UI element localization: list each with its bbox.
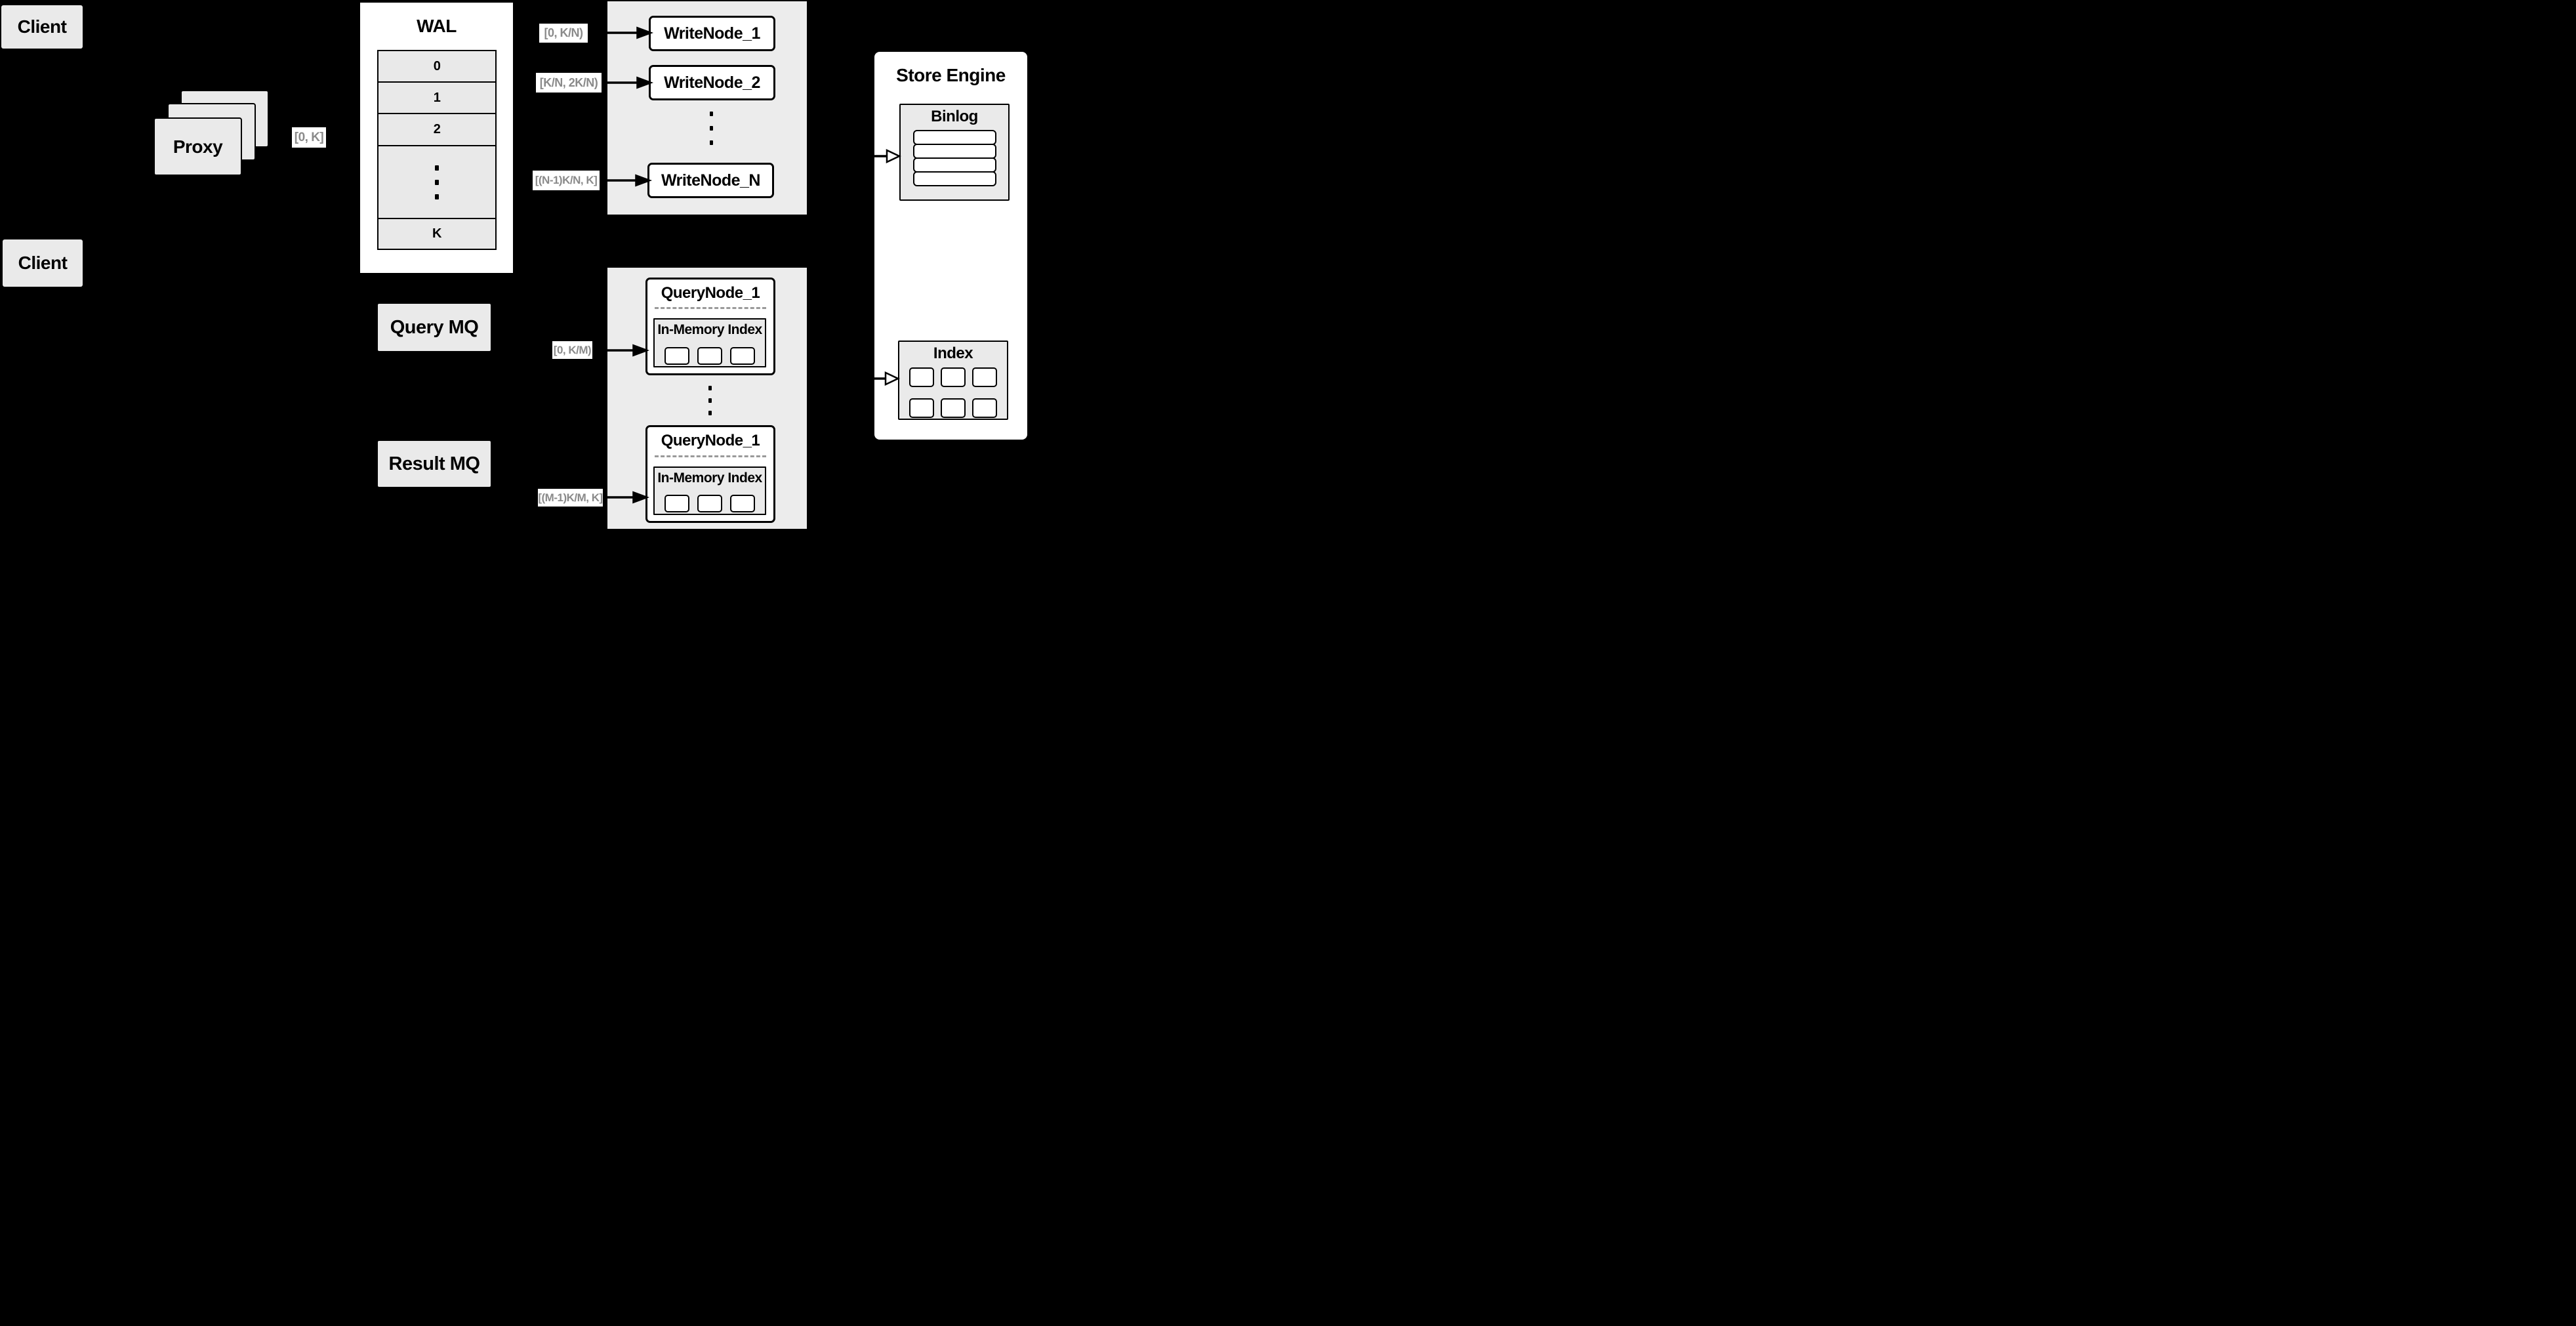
wal-row-ellipsis — [378, 146, 495, 219]
ellipsis-dots — [710, 112, 713, 145]
in-memory-index-top-segments — [653, 347, 766, 365]
in-memory-index-bottom-title: In-Memory Index — [657, 470, 762, 486]
in-memory-index-bottom-segments — [653, 495, 766, 512]
query-node-top-divider — [655, 307, 766, 309]
index-segment — [972, 367, 997, 387]
index-segments — [898, 367, 1008, 418]
binlog-segment — [913, 144, 996, 159]
ellipsis-dots — [708, 386, 712, 415]
wal-row-1: 1 — [378, 83, 495, 114]
query-mq-box: Query MQ — [378, 304, 491, 351]
range-label-query-1: [0, K/M) — [552, 341, 592, 359]
result-mq-box: Result MQ — [378, 441, 491, 487]
wal-table: 0 1 2 K — [377, 50, 497, 250]
client-top-box: Client — [1, 5, 83, 49]
index-title: Index — [933, 344, 973, 362]
range-label-write-N: [(N-1)K/N, K] — [533, 171, 600, 190]
index-segment — [941, 367, 966, 387]
write-node-2: WriteNode_2 — [649, 65, 775, 100]
store-engine-title: Store Engine — [896, 65, 1006, 85]
range-label-query-M: [(M-1)K/M, K] — [538, 489, 603, 507]
index-segment — [909, 367, 934, 387]
range-label-write-1: [0, K/N) — [539, 24, 588, 43]
write-node-N: WriteNode_N — [647, 163, 774, 198]
range-label-write-2: [K/N, 2K/N) — [536, 73, 602, 93]
proxy-box: Proxy — [153, 117, 242, 176]
query-node-bottom-title: QueryNode_1 — [661, 432, 760, 449]
range-label-proxy-wal: [0, K] — [292, 127, 326, 148]
write-node-1: WriteNode_1 — [649, 16, 775, 51]
wal-title: WAL — [417, 16, 457, 36]
binlog-segments — [913, 130, 996, 186]
architecture-diagram: Store Engine Binlog Index Client Client … — [0, 0, 1030, 530]
binlog-segment — [913, 157, 996, 173]
index-segment — [941, 398, 966, 418]
query-node-top-title: QueryNode_1 — [661, 284, 760, 302]
ellipsis-dots — [435, 165, 439, 199]
binlog-segment — [913, 130, 996, 145]
wal-row-K: K — [378, 219, 495, 249]
in-memory-index-top-title: In-Memory Index — [657, 322, 762, 337]
index-segment — [972, 398, 997, 418]
binlog-title: Binlog — [931, 108, 978, 125]
binlog-segment — [913, 171, 996, 186]
wal-row-2: 2 — [378, 114, 495, 146]
wal-row-0: 0 — [378, 51, 495, 83]
client-bottom-box: Client — [3, 239, 83, 287]
query-node-bottom-divider — [655, 455, 766, 457]
index-segment — [909, 398, 934, 418]
